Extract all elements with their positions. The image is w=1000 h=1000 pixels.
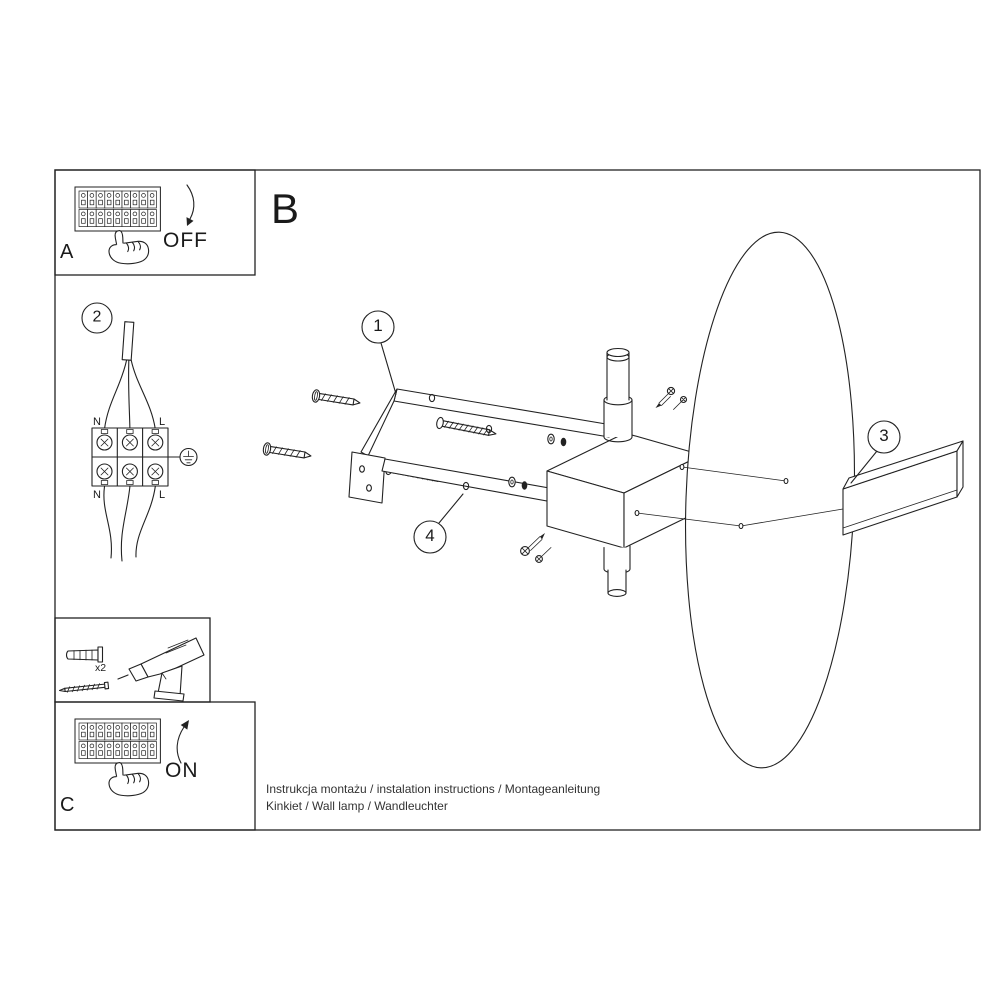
footer-instructions-line2: Kinkiet / Wall lamp / Wandleuchter — [266, 799, 448, 813]
anchor-count-label: x2 — [95, 662, 107, 674]
tools-box — [58, 637, 205, 702]
small-screw-icon — [520, 533, 552, 563]
wire-connector — [121, 321, 135, 361]
callout-3-number: 3 — [879, 426, 889, 446]
callout-2-number: 2 — [92, 308, 102, 326]
callout-1-leader — [380, 342, 397, 395]
anchor-screw-icon — [58, 681, 110, 693]
wire-label-l-top: L — [159, 416, 166, 428]
on-arrow-icon — [176, 726, 185, 764]
exploded-view — [262, 231, 964, 769]
washer-icon — [508, 433, 567, 490]
power-on-label: ON — [165, 759, 199, 782]
breaker-panel-c-icon — [75, 719, 189, 800]
mounting-screw-icon — [311, 389, 361, 406]
lamp-body-drawing — [520, 347, 703, 597]
callout-3-leader — [850, 450, 878, 484]
wire-label-n-bottom: N — [93, 489, 101, 501]
callout-1-number: 1 — [373, 316, 383, 336]
breaker-panel-a-icon — [75, 184, 195, 268]
small-screw-icon — [655, 386, 688, 410]
wall-plug-icon — [65, 646, 104, 663]
assembly-axis-lines — [634, 463, 844, 530]
lamp-disc-drawing — [684, 231, 856, 769]
callout-4-leader — [438, 493, 464, 524]
footer-instructions-line1: Instrukcja montażu / instalation instruc… — [266, 782, 601, 796]
drill-icon — [117, 637, 205, 702]
wiring-diagram — [81, 302, 198, 562]
threaded-screw-icon — [436, 416, 497, 436]
wall-profile-drawing — [842, 440, 964, 536]
wires-top — [103, 359, 156, 430]
power-off-label: OFF — [163, 229, 208, 252]
off-arrow-icon — [186, 184, 195, 220]
callout-4-number: 4 — [425, 526, 435, 546]
mounting-screw-icon — [262, 442, 312, 459]
terminal-block — [91, 427, 169, 487]
step-b-label: B — [271, 185, 300, 232]
wires-bottom — [103, 485, 156, 562]
hand-icon — [105, 226, 151, 268]
callout-markers — [361, 310, 901, 554]
hand-icon — [105, 758, 151, 800]
step-c-label: C — [60, 794, 75, 816]
wire-label-n-top: N — [93, 416, 101, 428]
earth-symbol-icon — [167, 447, 198, 467]
wire-label-l-bottom: L — [159, 489, 166, 501]
sheet-border — [54, 169, 981, 831]
step-a-label: A — [60, 241, 74, 263]
